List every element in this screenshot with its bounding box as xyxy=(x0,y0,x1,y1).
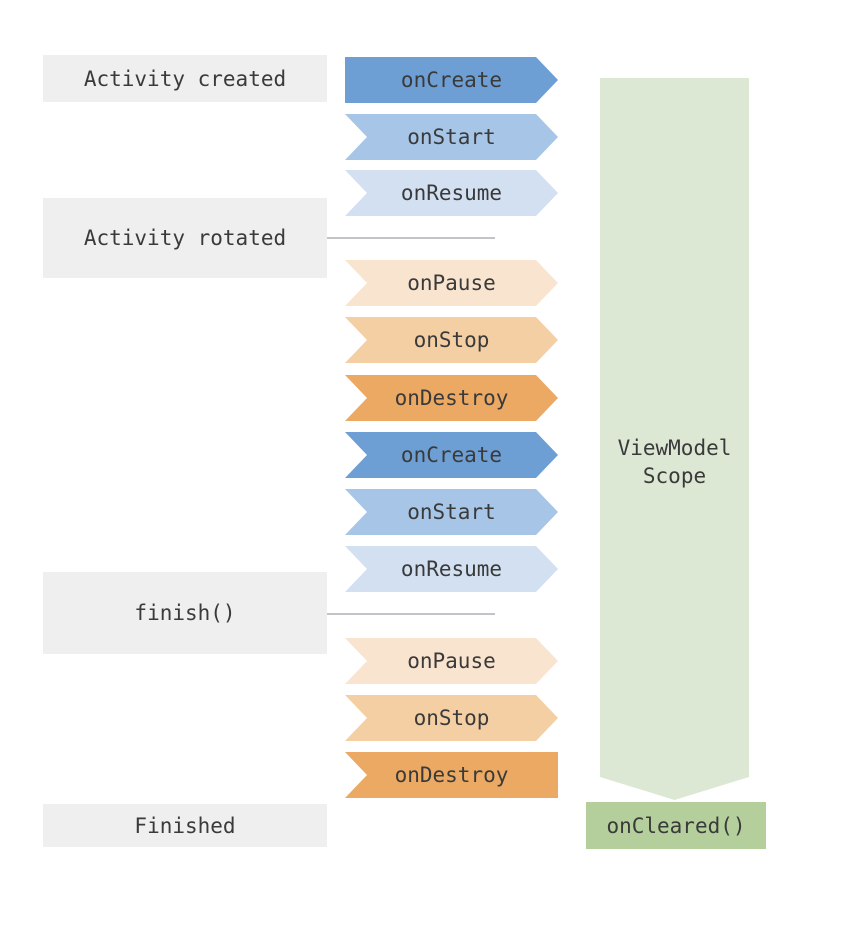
arrow-oncreate-1: onCreate xyxy=(345,57,558,103)
arrow-oncreate-2: onCreate xyxy=(345,432,558,478)
arrow-label: onResume xyxy=(400,181,503,205)
arrow-onstop-2: onStop xyxy=(345,695,558,741)
viewmodel-scope-label: ViewModel Scope xyxy=(617,436,732,488)
stage-label: Activity rotated xyxy=(83,226,287,250)
arrow-onpause-2: onPause xyxy=(345,638,558,684)
arrow-onpause-1: onPause xyxy=(345,260,558,306)
stage-finished: Finished xyxy=(43,804,327,847)
oncleared-box: onCleared() xyxy=(586,802,766,849)
connector-line-rotated xyxy=(327,237,495,239)
arrow-onstop-1: onStop xyxy=(345,317,558,363)
arrow-onresume-2: onResume xyxy=(345,546,558,592)
oncleared-label: onCleared() xyxy=(606,813,746,838)
arrow-label: onDestroy xyxy=(394,763,509,787)
arrow-ondestroy-2: onDestroy xyxy=(345,752,558,798)
arrow-label: onCreate xyxy=(400,68,503,92)
connector-line-finish xyxy=(327,613,495,615)
arrow-label: onStart xyxy=(407,125,496,149)
arrow-ondestroy-1: onDestroy xyxy=(345,375,558,421)
viewmodel-scope-arrow xyxy=(600,78,749,800)
arrow-label: onStop xyxy=(413,328,490,352)
arrow-onstart-1: onStart xyxy=(345,114,558,160)
arrow-label: onPause xyxy=(407,271,496,295)
arrow-label: onResume xyxy=(400,557,503,581)
arrow-label: onStop xyxy=(413,706,490,730)
stage-activity-created: Activity created xyxy=(43,55,327,102)
arrow-label: onCreate xyxy=(400,443,503,467)
stage-finish: finish() xyxy=(43,572,327,654)
arrow-label: onDestroy xyxy=(394,386,509,410)
stage-label: Activity created xyxy=(83,66,287,91)
arrow-onresume-1: onResume xyxy=(345,170,558,216)
stage-label: finish() xyxy=(134,601,236,625)
arrow-onstart-2: onStart xyxy=(345,489,558,535)
stage-label: Finished xyxy=(134,813,236,838)
stage-activity-rotated: Activity rotated xyxy=(43,198,327,278)
arrow-label: onStart xyxy=(407,500,496,524)
arrow-label: onPause xyxy=(407,649,496,673)
